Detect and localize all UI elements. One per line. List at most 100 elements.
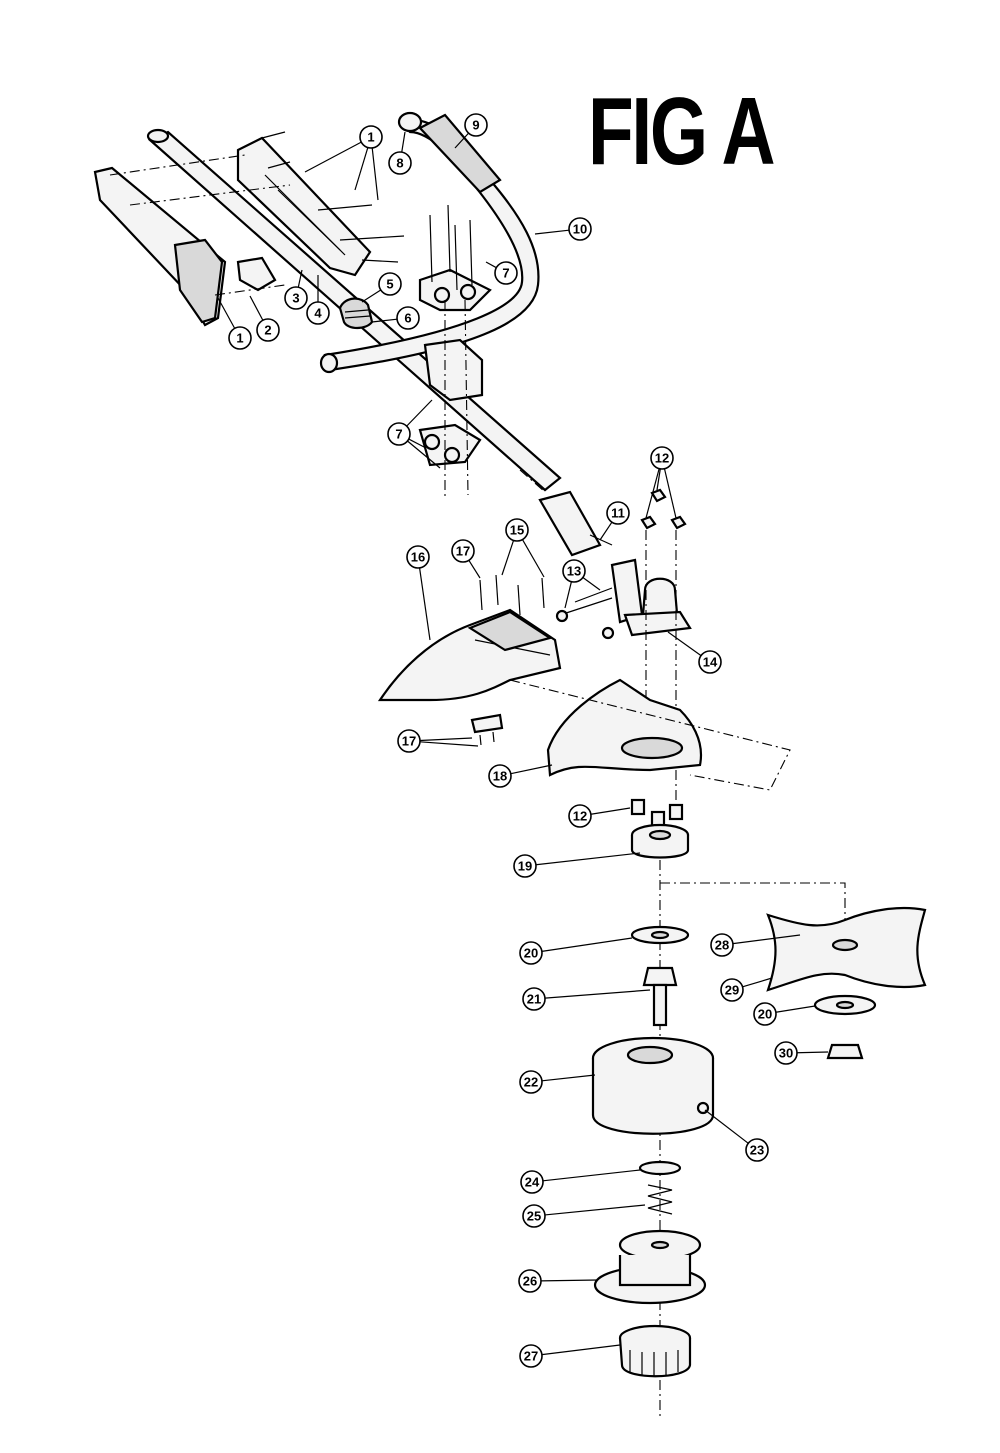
- part-callout: 26: [518, 1269, 599, 1293]
- handle-end-cap: [397, 111, 423, 133]
- shield-top: [467, 610, 553, 652]
- shield-clip: [470, 713, 504, 734]
- callout-leader-line: [667, 631, 702, 657]
- callout-leader-line: [599, 521, 613, 541]
- part-callout: 19: [513, 852, 641, 878]
- callout-leader-line: [656, 468, 661, 491]
- callout-number: 29: [725, 983, 739, 998]
- screw-head: [555, 609, 569, 623]
- callout-number: 5: [386, 277, 393, 292]
- callout-number: 9: [472, 118, 479, 133]
- callout-circle: [228, 326, 252, 350]
- callout-circle: [562, 559, 586, 583]
- callout-circle: [256, 318, 280, 342]
- callout-circle: [406, 545, 430, 569]
- shield-screw: [541, 577, 545, 609]
- callout-leader-line: [590, 807, 631, 815]
- part-callout: 14: [667, 631, 722, 674]
- assembly-line: [464, 299, 469, 496]
- callout-leader-line: [371, 147, 379, 201]
- callout-number: 1: [236, 331, 243, 346]
- callout-circle: [513, 854, 537, 878]
- hub-screw: [630, 798, 646, 816]
- callout-circle: [745, 1138, 769, 1162]
- bracket-hub: [620, 736, 684, 760]
- callout-number: 2: [264, 323, 271, 338]
- part-callout: 16: [406, 545, 431, 641]
- part-callout: 28: [710, 933, 801, 957]
- blade-center-hole: [831, 938, 859, 952]
- callout-circle: [522, 1204, 546, 1228]
- callout-leader-line: [361, 289, 382, 303]
- callout-leader-line: [304, 141, 362, 173]
- callout-circle: [396, 306, 420, 330]
- clamp-nut: [433, 286, 451, 304]
- callout-circle: [519, 941, 543, 965]
- housing-screws: [261, 131, 405, 263]
- clamp-nut: [423, 433, 441, 451]
- callout-circle: [397, 729, 421, 753]
- callout-leader-line: [408, 438, 427, 449]
- shield-screw: [479, 734, 482, 746]
- part-callout: 30: [774, 1041, 829, 1065]
- handle-clamp-assembly: [418, 204, 492, 500]
- grass-shield: [377, 608, 562, 702]
- part-callout: 1: [217, 297, 252, 350]
- screw-head: [601, 626, 615, 640]
- hex-nut: [640, 515, 657, 530]
- callout-number: 6: [404, 311, 411, 326]
- callout-leader-line: [534, 229, 570, 235]
- callout-leader-line: [542, 1169, 641, 1182]
- callout-number: 3: [292, 291, 299, 306]
- callout-number: 4: [314, 306, 322, 321]
- callout-circle: [519, 1344, 543, 1368]
- callout-leader-line: [541, 1344, 621, 1356]
- part-callout: 22: [519, 1070, 596, 1094]
- callout-leader-line: [249, 295, 264, 321]
- callout-number: 15: [510, 523, 524, 538]
- screw: [339, 235, 405, 241]
- hex-nut: [670, 515, 687, 530]
- washer-hole: [650, 930, 670, 940]
- clamp-bolt: [469, 219, 473, 286]
- callout-number: 14: [703, 655, 718, 670]
- blade-nut: [826, 1043, 864, 1060]
- part-callout: 9: [454, 113, 488, 149]
- shaft-spring: [338, 297, 374, 330]
- callout-leader-line: [544, 1204, 646, 1216]
- part-callout: 4: [306, 275, 330, 325]
- callout-leader-line: [354, 147, 369, 191]
- spring-coils: [344, 309, 371, 319]
- callout-number: 17: [402, 734, 416, 749]
- clamp-bolt: [454, 224, 458, 291]
- callout-number: 13: [567, 564, 581, 579]
- callout-number: 22: [524, 1075, 538, 1090]
- drive-boss-hole: [648, 829, 672, 841]
- part-callout: 21: [522, 987, 651, 1011]
- spool-spring: [647, 1184, 673, 1215]
- part-callout: 8: [388, 131, 412, 175]
- callout-circle: [306, 301, 330, 325]
- callout-number: 26: [523, 1274, 537, 1289]
- part-callout: 2: [249, 295, 280, 342]
- callout-leader-line: [510, 764, 553, 775]
- callout-leader-line: [540, 1279, 599, 1282]
- part-callout: 15: [501, 518, 545, 578]
- callout-circle: [359, 125, 383, 149]
- blade-washer-hole: [835, 1000, 855, 1010]
- gearhead-screw: [559, 597, 613, 616]
- callout-circle: [606, 501, 630, 525]
- part-callout: 7: [387, 399, 441, 469]
- callout-number: 11: [611, 506, 625, 521]
- part-callout: 29: [720, 977, 773, 1002]
- gearhead-screw: [574, 587, 613, 603]
- callout-circle: [451, 539, 475, 563]
- part-callout: 17: [451, 539, 481, 579]
- callout-number: 12: [655, 451, 669, 466]
- callout-leader-line: [401, 131, 406, 153]
- callout-circle: [488, 764, 512, 788]
- shield-screw: [517, 584, 521, 616]
- callout-number: 8: [396, 156, 403, 171]
- housing-rib: [277, 189, 341, 251]
